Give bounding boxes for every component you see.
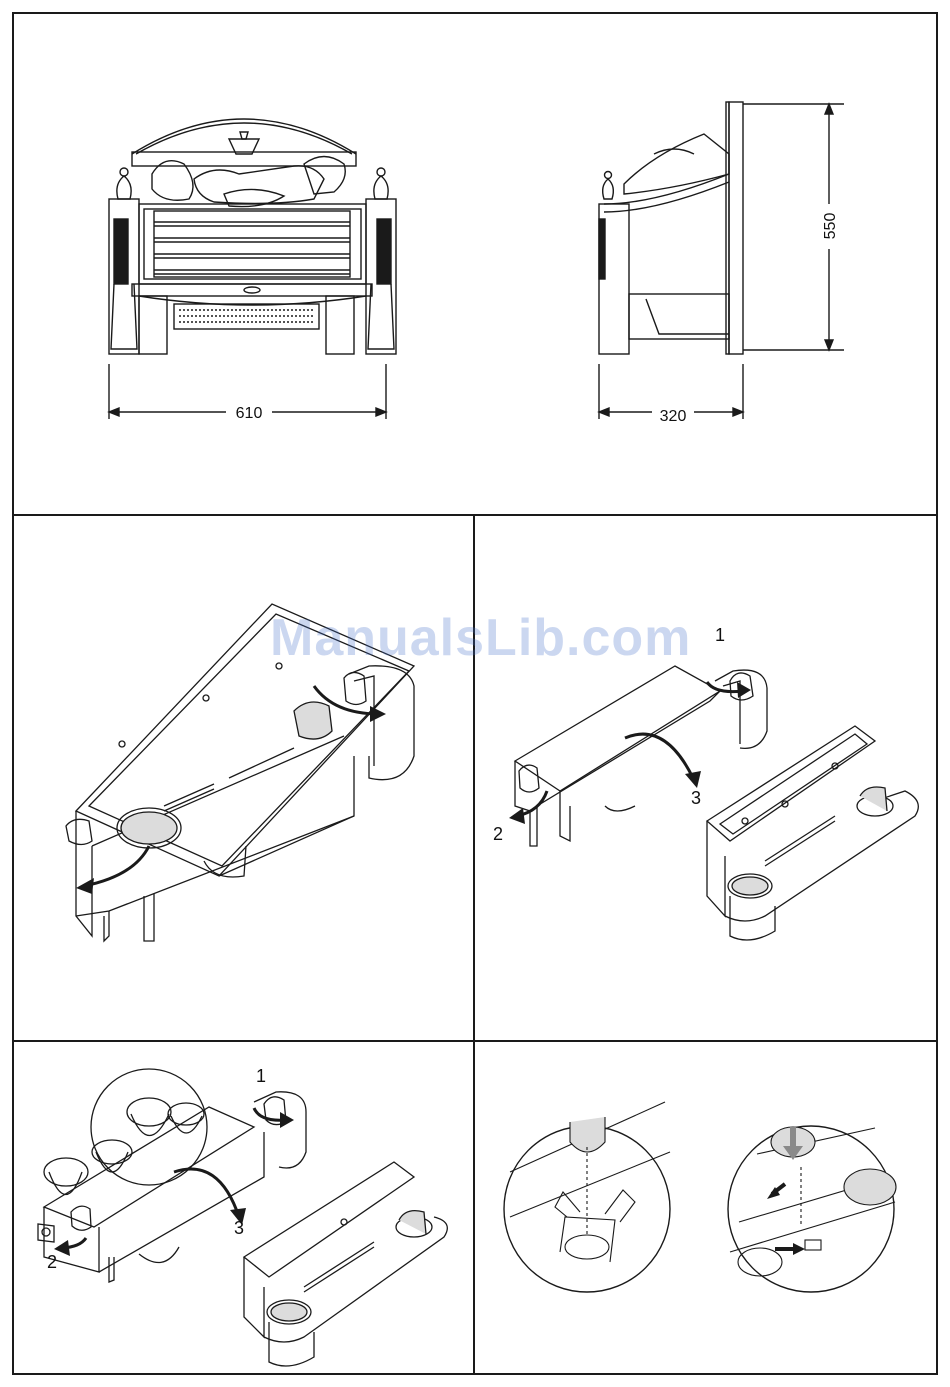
panel-remove-fuel-bed bbox=[14, 516, 473, 1040]
height-dimension-label: 550 bbox=[822, 213, 839, 240]
width-dimension-label: 610 bbox=[236, 405, 263, 422]
depth-dimension-label: 320 bbox=[660, 408, 687, 425]
panel-dimensions: 610 320 550 bbox=[14, 14, 936, 514]
step-label-3b: 3 bbox=[234, 1218, 244, 1238]
watermark: ManualsLib.com bbox=[270, 608, 691, 668]
step-label-1b: 1 bbox=[256, 1066, 266, 1086]
step-label-2: 2 bbox=[493, 824, 503, 844]
step-label-1: 1 bbox=[715, 625, 725, 645]
panel-detail-circles bbox=[475, 1042, 936, 1375]
step-label-2b: 2 bbox=[47, 1252, 57, 1272]
panel-lamp-access: 1 2 3 bbox=[14, 1042, 473, 1375]
step-label-3: 3 bbox=[691, 788, 701, 808]
panel-separate-tray: 1 2 3 bbox=[475, 516, 936, 1040]
